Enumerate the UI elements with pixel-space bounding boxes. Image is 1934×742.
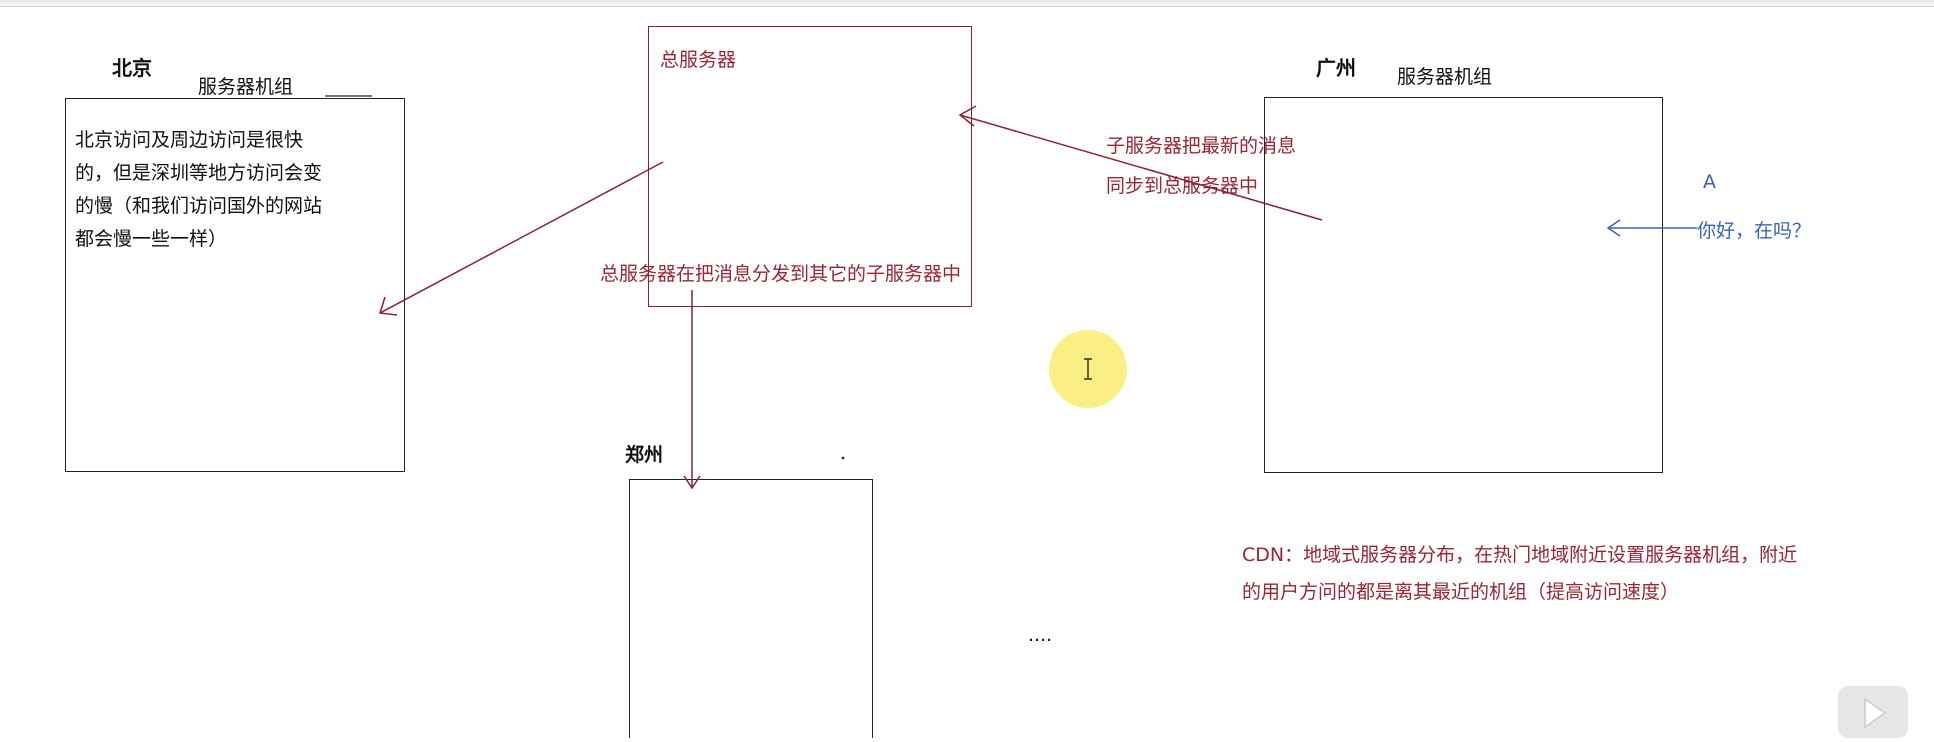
arrow-central-to-zhengzhou (683, 290, 701, 490)
guangzhou-server-box (1264, 97, 1663, 473)
beijing-server-box (65, 98, 405, 472)
zhengzhou-server-box (629, 479, 873, 738)
beijing-note-line: 北京访问及周边访问是很快 (75, 129, 304, 151)
central-server-title: 总服务器 (660, 49, 737, 71)
text-cursor-icon (1084, 358, 1092, 380)
beijing-note-line: 的慢（和我们访问国外的网站 (75, 195, 323, 217)
beijing-city-label: 北京 (112, 56, 152, 80)
sync-text-line: 子服务器把最新的消息 (1106, 135, 1297, 157)
zhengzhou-city-label: 郑州 (625, 444, 664, 466)
beijing-group-label: 服务器机组 (198, 76, 294, 98)
beijing-note-line: 的，但是深圳等地方访问会变 (75, 162, 323, 184)
beijing-note: 北京访问及周边访问是很快 的，但是深圳等地方访问会变 的慢（和我们访问国外的网站… (75, 124, 322, 256)
distribute-text: 总服务器在把消息分发到其它的子服务器中 (600, 263, 962, 285)
play-button[interactable] (1838, 686, 1908, 738)
guangzhou-group-label: 服务器机组 (1397, 66, 1493, 88)
user-message: 你好，在吗？ (1697, 220, 1812, 242)
central-server-box (648, 26, 972, 307)
arrow-guangzhou-to-central (958, 105, 1323, 221)
sync-text: 子服务器把最新的消息 同步到总服务器中 (1106, 126, 1296, 206)
ellipsis-text: .... (1028, 624, 1053, 646)
play-icon (1864, 697, 1887, 729)
window-top-bar (0, 0, 1934, 7)
sync-text-line: 同步到总服务器中 (1106, 175, 1259, 197)
stray-dot (841, 456, 845, 460)
beijing-note-line: 都会慢一些一样） (75, 228, 228, 250)
arrow-user-to-guangzhou (1606, 219, 1697, 237)
user-a-label: A (1703, 171, 1716, 193)
guangzhou-city-label: 广州 (1316, 56, 1356, 80)
cdn-line: CDN：地域式服务器分布，在热门地域附近设置服务器机组，附近 (1242, 544, 1798, 566)
cdn-line: 的用户方问的都是离其最近的机组（提高访问速度） (1242, 581, 1680, 603)
arrow-central-to-beijing (379, 161, 664, 316)
cdn-explanation: CDN：地域式服务器分布，在热门地域附近设置服务器机组，附近 的用户方问的都是离… (1242, 537, 1797, 611)
